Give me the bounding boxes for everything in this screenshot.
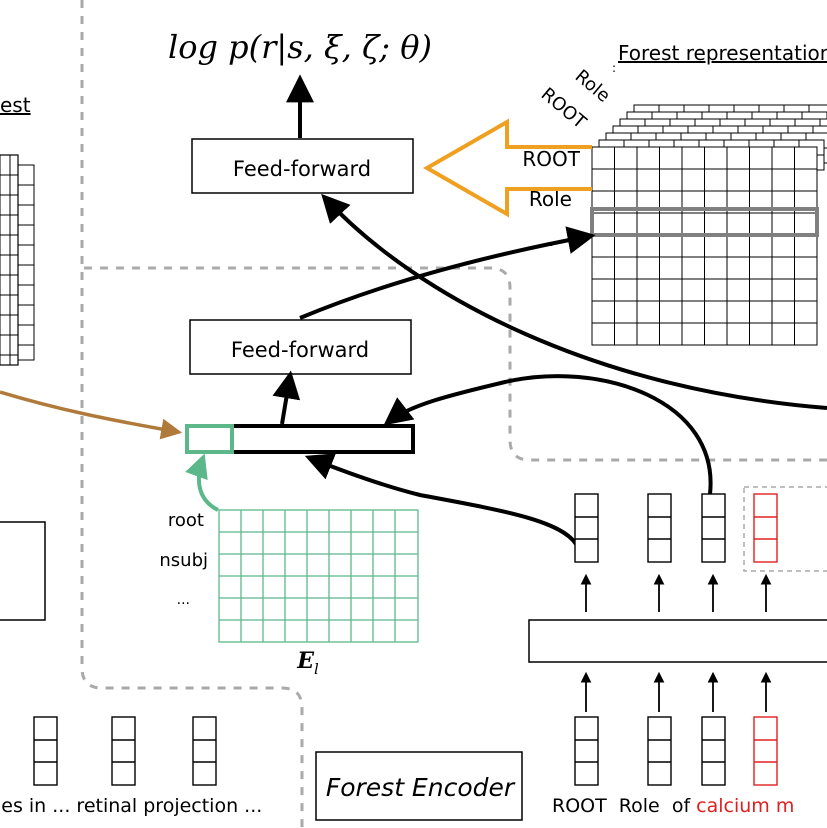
forest-encoder-box: Forest Encoder [315,751,523,821]
concat-vector [185,424,415,454]
forest-highlight-row [590,207,819,237]
bottom-token-vectors [33,716,726,786]
feed-forward-mid: Feed-forward [189,319,412,375]
green-arrow [185,453,219,512]
forest-title-dots: : [612,61,616,75]
embedding-row-label-nsubj: nsubj [159,550,208,571]
bottom-tokens-black: ROOT Role of [552,795,691,817]
brown-arrow [0,390,183,440]
forest-representation-title: Forest representation [618,41,827,65]
small-arrows [580,573,772,712]
red-dashed-group [743,486,827,572]
embedding-matrix-label: El [296,648,319,678]
left-partial-forest: est [0,93,35,366]
orange-hollow-arrow [422,118,592,218]
upper-vector-3 [701,493,726,563]
embedding-row-label-ellipsis: ... [177,592,190,608]
upper-token-vectors [574,493,726,563]
feed-forward-top: Feed-forward [191,138,414,194]
connection-arrows [272,193,827,546]
encoder-bar [528,619,827,663]
bottom-tokens-red: calcium m [696,795,794,817]
bottom-vector-red [753,716,778,786]
rotated-label-role: Role [571,66,614,107]
left-partial-title: est [0,93,31,117]
embedding-row-label-root: root [168,510,204,531]
forest-row-label-root: ROOT [522,147,580,171]
left-region-boundary [80,0,304,828]
upper-vector-red [753,493,778,563]
arrow-token-to-vector-right [383,374,713,495]
feed-forward-mid-label: Feed-forward [231,338,369,362]
output-formula: log p(r|s, ξ, ζ; θ) [168,28,432,66]
forest-encoder-label: Forest Encoder [326,773,516,802]
arrow-ffmid-to-forest [299,226,596,320]
feed-forward-top-label: Feed-forward [233,157,371,181]
upper-vector-1 [574,493,599,563]
forest-encoder-region-boundary [84,266,827,462]
upper-vector-2 [647,493,672,563]
bottom-left-tokens: les in ... retinal projection ... [0,795,262,817]
dashed-regions [80,0,827,828]
forest-representation-grid [591,104,827,346]
arrow-right-to-fftop [321,193,827,410]
embedding-matrix [218,509,419,643]
left-partial-box [0,521,46,621]
arrow-vector-to-ffmid [272,370,301,425]
arrow-token-to-vector-left [304,453,578,546]
